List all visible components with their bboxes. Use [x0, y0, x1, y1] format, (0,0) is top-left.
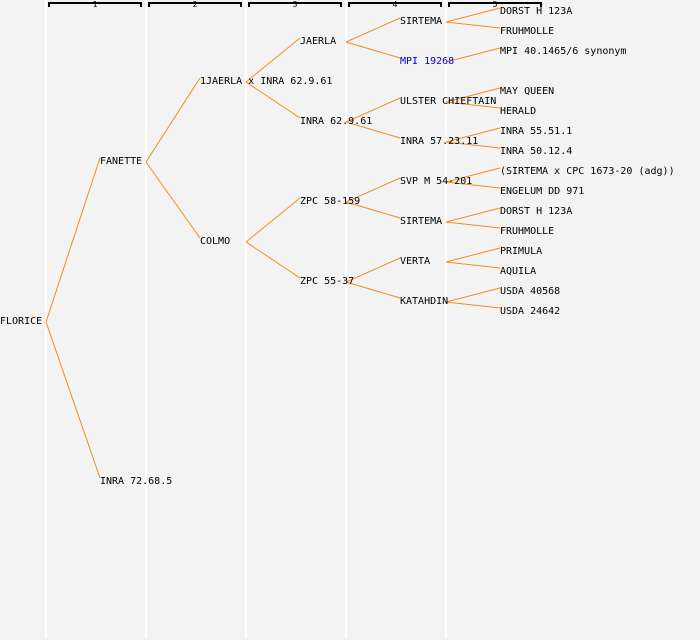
ancestor-node: VERTA — [400, 256, 431, 267]
generation-header-label: 1 — [92, 0, 98, 9]
parent-connector-line — [445, 101, 501, 109]
column-divider — [345, 0, 347, 638]
parent-connector-line — [445, 301, 501, 309]
ancestor-node: SIRTEMA — [400, 216, 443, 227]
parent-connector-line — [345, 201, 401, 219]
parent-connector-line — [245, 37, 301, 83]
parent-connector-line — [445, 207, 501, 223]
generation-header-bracket — [448, 2, 542, 7]
parent-connector-line — [345, 17, 401, 43]
ancestor-node: JAERLA — [300, 36, 337, 47]
generation-header-bracket — [148, 2, 242, 7]
ancestor-node: INRA 62.9.61 — [300, 116, 373, 127]
ancestor-node: ENGELUM DD 971 — [500, 186, 585, 197]
generation-header-label: 2 — [192, 0, 198, 9]
ancestor-node: USDA 24642 — [500, 306, 561, 317]
ancestor-node[interactable]: MPI 19268 — [400, 56, 455, 67]
ancestor-node: HERALD — [500, 106, 537, 117]
parent-connector-line — [245, 241, 301, 279]
ancestor-node: DORST H 123A — [500, 6, 573, 17]
parent-connector-line — [445, 287, 501, 303]
parent-connector-line — [45, 321, 101, 479]
parent-connector-line — [445, 141, 501, 149]
ancestor-node: FRUHMOLLE — [500, 26, 555, 37]
ancestor-node: (SIRTEMA x CPC 1673-20 (adg)) — [500, 166, 675, 177]
column-divider — [145, 0, 147, 638]
ancestor-node: KATAHDIN — [400, 296, 449, 307]
parent-connector-line — [345, 121, 401, 139]
parent-connector-line — [145, 77, 201, 163]
parent-connector-line — [45, 157, 101, 323]
parent-connector-line — [345, 177, 401, 203]
ancestor-node: USDA 40568 — [500, 286, 561, 297]
parent-connector-line — [445, 167, 501, 183]
parent-connector-line — [345, 257, 401, 283]
ancestor-node: SIRTEMA — [400, 16, 443, 27]
ancestor-node: MPI 40.1465/6 synonym — [500, 46, 627, 57]
parent-connector-line — [345, 281, 401, 299]
parent-connector-line — [445, 221, 501, 229]
parent-connector-line — [245, 81, 301, 119]
generation-header-label: 5 — [492, 0, 498, 9]
ancestor-node: INRA 50.12.4 — [500, 146, 573, 157]
ancestor-node: INRA 57.23.11 — [400, 136, 479, 147]
parent-connector-line — [445, 21, 501, 29]
parent-connector-line — [445, 47, 501, 63]
ancestor-node: INRA 72.68.5 — [100, 476, 173, 487]
parent-connector-line — [445, 261, 501, 269]
generation-header-label: 3 — [292, 0, 298, 9]
parent-connector-line — [445, 87, 501, 103]
ancestor-node: ZPC 58-159 — [300, 196, 361, 207]
column-divider — [45, 0, 47, 638]
ancestor-node: FANETTE — [100, 156, 143, 167]
ancestor-node: AQUILA — [500, 266, 537, 277]
ancestor-node: 1JAERLA x INRA 62.9.61 — [200, 76, 333, 87]
ancestor-node: INRA 55.51.1 — [500, 126, 573, 137]
parent-connector-line — [445, 247, 501, 263]
ancestor-node: SVP M 54-201 — [400, 176, 473, 187]
parent-connector-line — [345, 41, 401, 59]
parent-connector-line — [245, 197, 301, 243]
column-divider — [245, 0, 247, 638]
ancestor-node: PRIMULA — [500, 246, 543, 257]
parent-connector-line — [445, 127, 501, 143]
ancestor-node: FRUHMOLLE — [500, 226, 555, 237]
parent-connector-line — [445, 181, 501, 189]
parent-connector-line — [145, 161, 201, 239]
ancestor-node: ULSTER CHIEFTAIN — [400, 96, 497, 107]
column-divider — [445, 0, 447, 638]
parent-connector-line — [445, 7, 501, 23]
ancestor-node: MAY QUEEN — [500, 86, 555, 97]
parent-connector-line — [345, 97, 401, 123]
generation-header-bracket — [348, 2, 442, 7]
ancestor-node: ZPC 55-37 — [300, 276, 355, 287]
root-node: FLORICE — [0, 316, 43, 327]
ancestor-node: DORST H 123A — [500, 206, 573, 217]
ancestor-node: COLMO — [200, 236, 231, 247]
generation-header-bracket — [48, 2, 142, 7]
generation-header-bracket — [248, 2, 342, 7]
generation-header-label: 4 — [392, 0, 398, 9]
